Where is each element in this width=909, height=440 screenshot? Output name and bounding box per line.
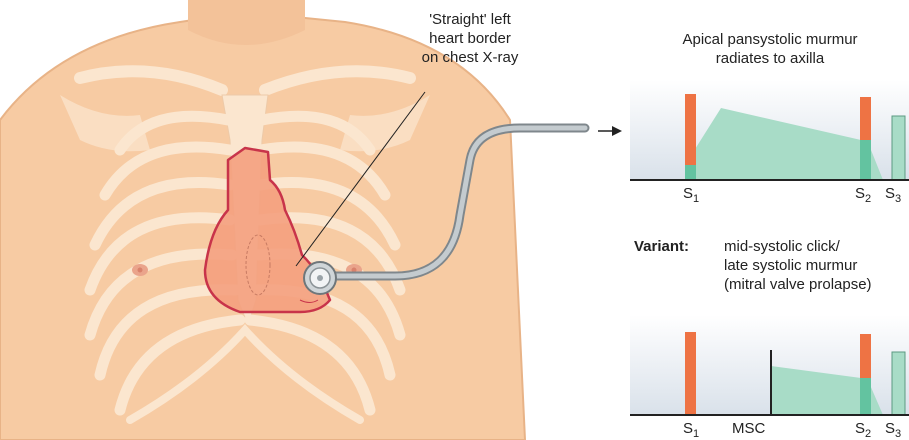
s3-sound: [892, 116, 905, 180]
s3-sound-bottom: [892, 352, 905, 415]
arrow-icon: [598, 126, 622, 136]
heart-border-annotation: 'Straight' left heart border on chest X-…: [400, 10, 540, 67]
bottom-s3-label: S3: [885, 419, 901, 440]
variant-description: mid-systolic click/ late systolic murmur…: [724, 237, 872, 294]
top-s1-label: S1: [683, 184, 699, 209]
bottom-s2-label: S2: [855, 419, 871, 440]
heart-border-line-1: 'Straight' left: [400, 10, 540, 29]
top-s3-label: S3: [885, 184, 901, 209]
pansystolic-annotation: Apical pansystolic murmur radiates to ax…: [660, 30, 880, 68]
pansystolic-line-2: radiates to axilla: [660, 49, 880, 68]
bottom-s1-label: S1: [683, 419, 699, 440]
phonogram-bottom: [630, 315, 909, 415]
variant-line-2: late systolic murmur: [724, 256, 872, 275]
pansystolic-line-1: Apical pansystolic murmur: [660, 30, 880, 49]
variant-line-3: (mitral valve prolapse): [724, 275, 872, 294]
variant-line-1: mid-systolic click/: [724, 237, 872, 256]
bottom-msc-label: MSC: [732, 419, 765, 438]
s1-sound-bottom: [685, 332, 696, 415]
top-s2-label: S2: [855, 184, 871, 209]
heart-border-line-2: heart border: [400, 29, 540, 48]
heart-border-line-3: on chest X-ray: [400, 48, 540, 67]
phonogram-top: [630, 80, 909, 180]
variant-label: Variant:: [634, 237, 689, 256]
